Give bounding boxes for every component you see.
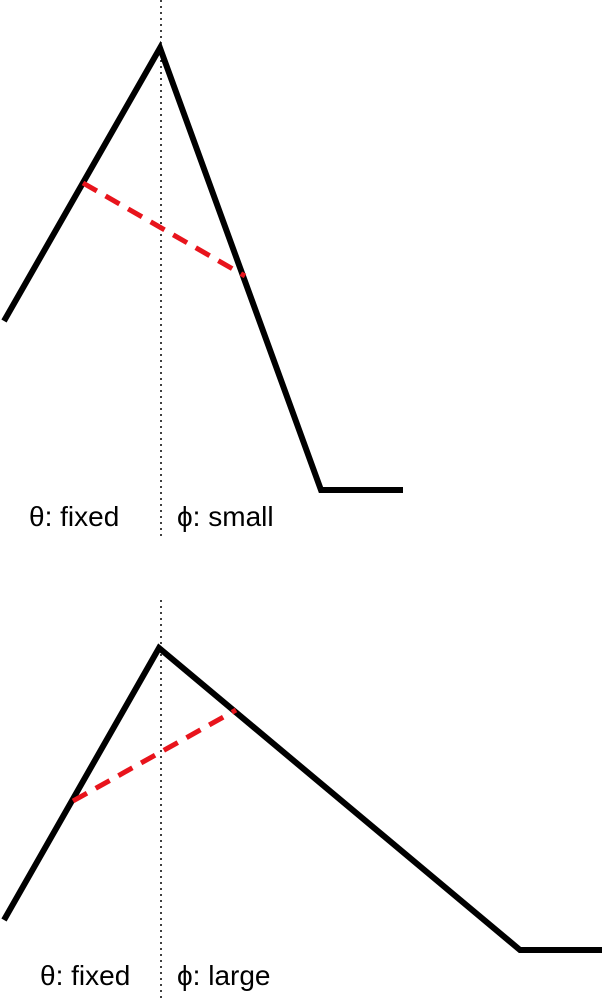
panel-phi-small: θ: fixed ϕ: small [1, 0, 403, 540]
phi-label: ϕ: large [177, 960, 271, 991]
theta-label: θ: fixed [29, 501, 119, 532]
dashed-chord [81, 180, 247, 279]
panel-phi-large: θ: fixed ϕ: large [1, 600, 602, 1000]
theta-label: θ: fixed [40, 960, 130, 991]
profile-outline [1, 40, 403, 493]
dashed-chord [71, 707, 238, 804]
phi-label: ϕ: small [177, 501, 274, 532]
profile-outline [1, 643, 602, 953]
